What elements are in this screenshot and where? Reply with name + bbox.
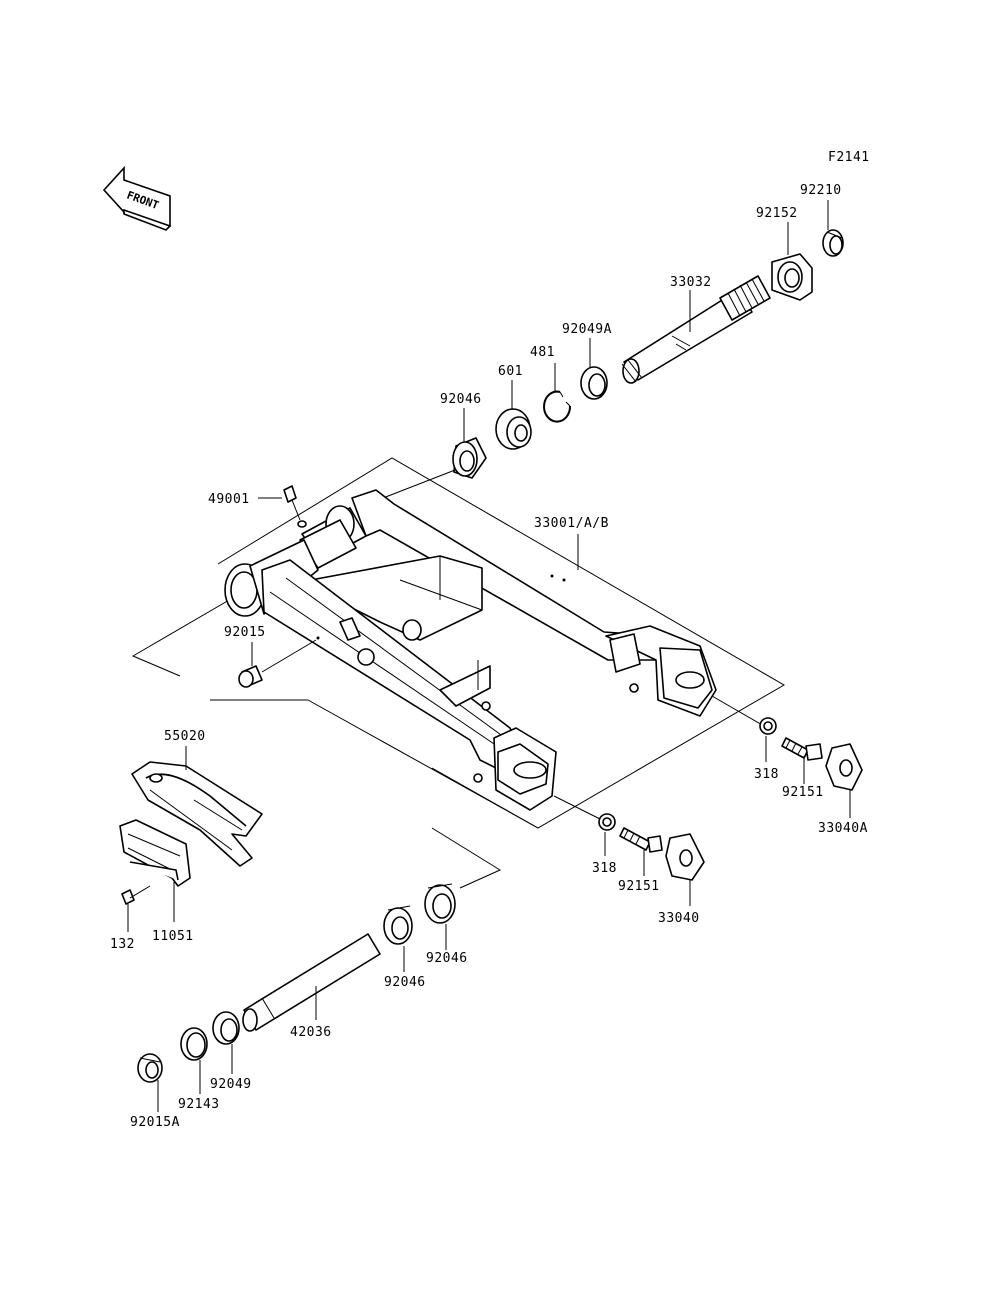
label-601: 601: [498, 364, 523, 379]
seal-92049A: [580, 366, 608, 400]
label-33040: 33040: [658, 911, 700, 926]
bolt-92151-left: [619, 827, 663, 853]
label-33040A: 33040A: [818, 821, 868, 836]
chain-guard-55020: [131, 761, 263, 867]
label-11051: 11051: [152, 929, 194, 944]
label-33001: 33001/A/B: [534, 516, 609, 531]
label-92151-left: 92151: [618, 879, 660, 894]
pivot-shaft-33032: [621, 275, 771, 384]
label-318-right: 318: [754, 767, 779, 782]
ball-bearing-601: [495, 408, 532, 450]
collar-92143: [180, 1027, 208, 1061]
label-92152: 92152: [756, 206, 798, 221]
nut-92210: [822, 229, 844, 257]
needle-bearing-92046-mid: [383, 905, 413, 945]
label-55020: 55020: [164, 729, 206, 744]
nut-92015: [238, 665, 263, 688]
label-318-left: 318: [592, 861, 617, 876]
label-42036: 42036: [290, 1025, 332, 1040]
label-481: 481: [530, 345, 555, 360]
nut-318-left: [598, 813, 616, 831]
label-92046-mid: 92046: [384, 975, 426, 990]
label-92143: 92143: [178, 1097, 220, 1112]
label-132: 132: [110, 937, 135, 952]
bolt-92151-right: [781, 737, 823, 761]
nut-318-right: [759, 717, 777, 735]
label-92015: 92015: [224, 625, 266, 640]
label-92049A: 92049A: [562, 322, 612, 337]
label-92015A: 92015A: [130, 1115, 180, 1130]
screw-132: [121, 885, 151, 905]
nut-92015A: [137, 1053, 163, 1083]
swingarm-33001: [131, 457, 785, 829]
label-92046-top: 92046: [440, 392, 482, 407]
label-92046-low: 92046: [426, 951, 468, 966]
grease-nipple-49001: [283, 485, 307, 528]
collar-92152: [771, 253, 813, 301]
figure-code: F2141: [828, 150, 870, 165]
adjuster-33040A: [825, 743, 863, 791]
label-92049: 92049: [210, 1077, 252, 1092]
label-33032: 33032: [670, 275, 712, 290]
seal-92049: [212, 1011, 240, 1045]
adjuster-33040: [665, 833, 705, 881]
sleeve-42036: [242, 933, 381, 1032]
label-49001: 49001: [208, 492, 250, 507]
chain-guide-11051: [119, 819, 191, 887]
label-92210: 92210: [800, 183, 842, 198]
needle-bearing-92046-low: [424, 883, 456, 924]
circlip-481: [543, 390, 572, 423]
front-arrow-icon: FRONT: [102, 165, 171, 231]
needle-bearing-92046-top: [452, 437, 487, 479]
label-92151-right: 92151: [782, 785, 824, 800]
